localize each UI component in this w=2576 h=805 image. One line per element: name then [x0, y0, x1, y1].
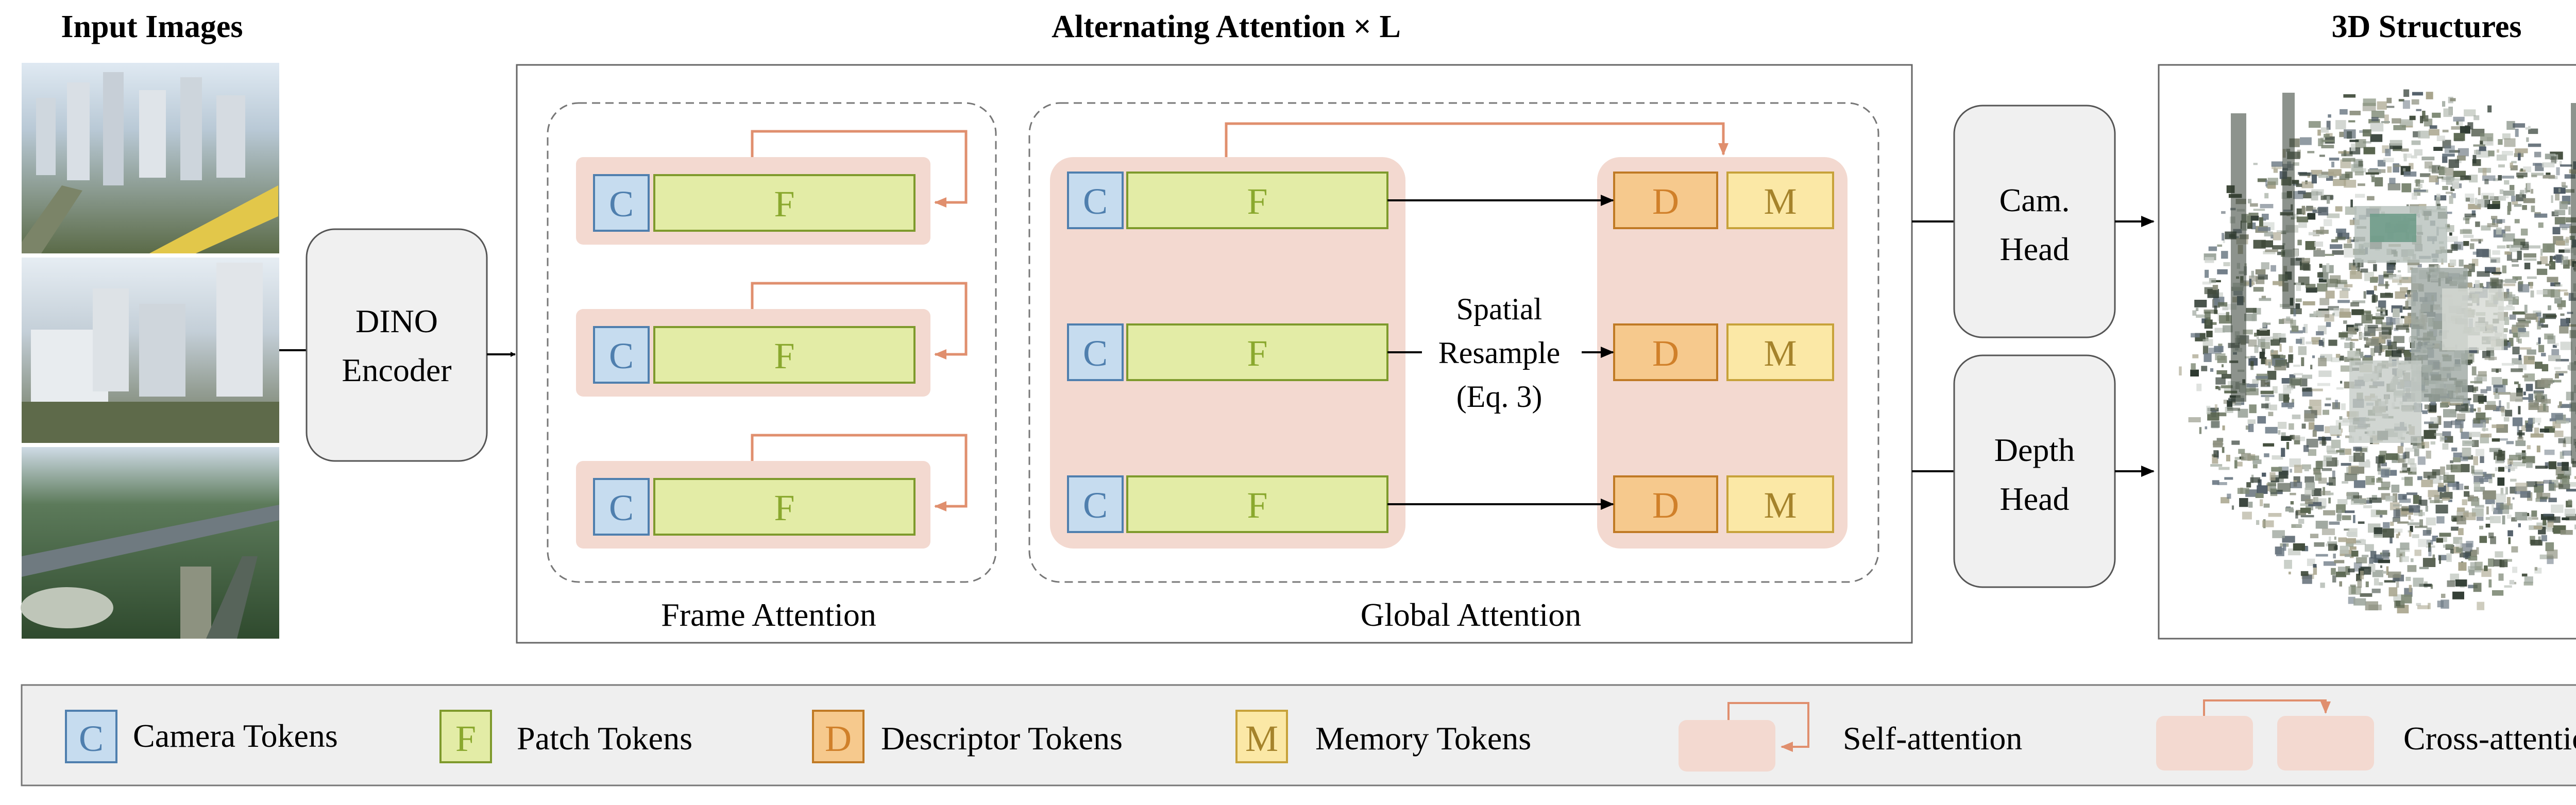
frame-self-attention-arrow — [751, 282, 968, 359]
encoder-label-line1: DINO — [355, 303, 438, 339]
global-memory-token: M — [1726, 475, 1834, 533]
global-camera-token: C — [1067, 172, 1124, 229]
legend-camera-glyph: C — [79, 718, 104, 759]
global-memory-token-glyph: M — [1764, 181, 1797, 222]
depth-head-line2: Head — [1999, 481, 2069, 517]
global-memory-token: M — [1726, 172, 1834, 229]
frame-camera-token: C — [593, 326, 650, 384]
legend-patch-label: Patch Tokens — [517, 720, 692, 757]
camera-head-block: Cam. Head — [1953, 105, 2116, 338]
frame-camera-token: C — [593, 174, 650, 232]
frame-patch-token: F — [653, 478, 916, 536]
legend-camera-label: Camera Tokens — [133, 717, 338, 754]
frame-patch-token-glyph: F — [774, 487, 794, 528]
legend-descriptor-label: Descriptor Tokens — [881, 720, 1123, 757]
global-patch-token-glyph: F — [1247, 181, 1267, 222]
global-patch-token: F — [1126, 475, 1388, 533]
point-cloud-render — [2179, 89, 2576, 613]
global-descriptor-token-glyph: D — [1652, 181, 1679, 222]
legend-self-attention-arrow — [1727, 702, 1809, 752]
frame-attention-label: Frame Attention — [661, 596, 876, 633]
legend-memory-label: Memory Tokens — [1315, 720, 1531, 757]
global-camera-token-glyph: C — [1083, 333, 1108, 374]
input-images-title: Input Images — [61, 9, 243, 44]
global-patch-token-glyph: F — [1247, 333, 1267, 374]
global-camera-token: C — [1067, 475, 1124, 533]
legend-self-attention: Self-attention — [1679, 702, 2022, 772]
legend-cross-attention-arrow — [2203, 699, 2331, 716]
global-descriptor-token: D — [1613, 172, 1718, 229]
global-cross-attention-arrow — [1225, 122, 1728, 157]
global-target-group-bg — [1597, 157, 1848, 549]
global-memory-token-glyph: M — [1764, 333, 1797, 374]
global-descriptor-token: D — [1613, 323, 1718, 381]
resample-label-line2: Resample — [1438, 336, 1561, 370]
global-patch-token: F — [1126, 172, 1388, 229]
legend: C Camera Tokens F Patch Tokens D Descrip… — [21, 684, 2576, 786]
frame-attention-dashed-box — [547, 102, 997, 583]
global-patch-token-glyph: F — [1247, 485, 1267, 526]
input-image-2 — [22, 258, 279, 443]
point-cloud-panel — [2158, 64, 2576, 640]
frame-camera-token-glyph: C — [609, 335, 634, 376]
global-memory-token: M — [1726, 323, 1834, 381]
legend-patch: F Patch Tokens — [439, 710, 692, 763]
legend-cross-attention: Cross-attention — [2156, 699, 2576, 770]
global-descriptor-token-glyph: D — [1652, 485, 1679, 526]
legend-memory: M Memory Tokens — [1235, 710, 1531, 763]
legend-patch-glyph: F — [455, 718, 476, 759]
depth-head-block: Depth Head — [1953, 354, 2116, 588]
global-attention-label: Global Attention — [1361, 596, 1581, 633]
frame-self-attention-arrow — [751, 434, 968, 511]
camera-head-line2: Head — [1999, 231, 2069, 267]
legend-self-attention-label: Self-attention — [1843, 720, 2022, 757]
input-image-stack — [21, 63, 279, 639]
global-camera-token-glyph: C — [1083, 485, 1108, 526]
input-image-3 — [21, 447, 279, 639]
global-descriptor-token-glyph: D — [1652, 333, 1679, 374]
frame-patch-token-glyph: F — [774, 183, 794, 225]
global-attention-dashed-box — [1028, 102, 1879, 583]
dino-encoder-block: DINO Encoder — [306, 228, 488, 462]
frame-camera-token: C — [593, 478, 650, 536]
global-camera-token: C — [1067, 323, 1124, 381]
legend-camera: C Camera Tokens — [65, 710, 338, 763]
encoder-label-line2: Encoder — [342, 352, 451, 388]
global-attention-group: Global Attention C F D M C F D M C F D M Spatial Re… — [1028, 102, 1879, 633]
frame-camera-token-glyph: C — [609, 183, 634, 225]
global-attention-rows: C F D M C F D M C F D M — [1067, 172, 1834, 533]
frame-self-attention-arrow — [751, 130, 968, 208]
global-memory-token-glyph: M — [1764, 485, 1797, 526]
legend-cross-attention-label: Cross-attention — [2403, 720, 2576, 757]
resample-label-line1: Spatial — [1456, 292, 1543, 326]
global-camera-token-glyph: C — [1083, 181, 1108, 222]
global-descriptor-token: D — [1613, 475, 1718, 533]
frame-camera-token-glyph: C — [609, 487, 634, 528]
input-image-1 — [22, 63, 279, 253]
global-patch-token: F — [1126, 323, 1388, 381]
legend-descriptor-glyph: D — [825, 718, 852, 759]
frame-patch-token: F — [653, 326, 916, 384]
camera-head-line1: Cam. — [1999, 182, 2070, 218]
legend-memory-glyph: M — [1245, 718, 1278, 759]
depth-head-line1: Depth — [1994, 432, 2075, 468]
legend-descriptor: D Descriptor Tokens — [812, 710, 1123, 763]
frame-patch-token: F — [653, 174, 916, 232]
alternating-attention-title: Alternating Attention × L — [1052, 9, 1401, 44]
structures-title: 3D Structures — [2331, 9, 2521, 44]
frame-patch-token-glyph: F — [774, 335, 794, 376]
resample-label-line3: (Eq. 3) — [1456, 380, 1543, 414]
